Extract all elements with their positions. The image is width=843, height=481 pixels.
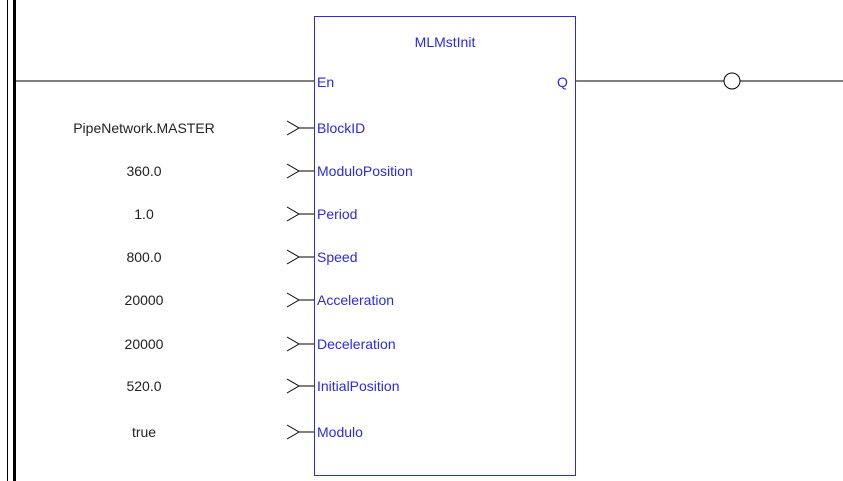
input-value[interactable]: 20000 [124,292,164,308]
input-value[interactable]: 1.0 [134,206,154,222]
pin-en: En [317,74,335,90]
function-block[interactable] [314,16,576,476]
coil-icon[interactable] [723,72,741,90]
input-connector-icon [286,120,314,136]
input-value[interactable]: 20000 [124,336,164,352]
pin-q: Q [557,74,568,90]
left-power-rail [13,0,16,481]
pin-label: Modulo [317,424,363,440]
input-connector-icon [286,378,314,394]
input-connectors [286,120,314,440]
pin-label: Period [317,206,358,222]
input-connector-icon [286,249,314,265]
left-power-rail-inner [7,0,8,481]
input-value[interactable]: 360.0 [126,163,162,179]
input-value[interactable]: 520.0 [126,378,162,394]
input-connector-icon [286,424,314,440]
block-title: MLMstInit [414,34,476,50]
pin-label: BlockID [317,120,366,136]
pin-label: ModuloPosition [317,163,413,179]
pin-label: InitialPosition [317,378,400,394]
input-value[interactable]: 800.0 [126,249,162,265]
pin-label: Deceleration [317,336,396,352]
input-value[interactable]: true [131,424,157,440]
pin-label: Speed [317,249,358,265]
input-connector-icon [286,163,314,179]
input-connector-icon [286,206,314,222]
input-connector-icon [286,336,314,352]
input-value[interactable]: PipeNetwork.MASTER [73,120,215,136]
pin-label: Acceleration [317,292,395,308]
input-connector-icon [286,292,314,308]
